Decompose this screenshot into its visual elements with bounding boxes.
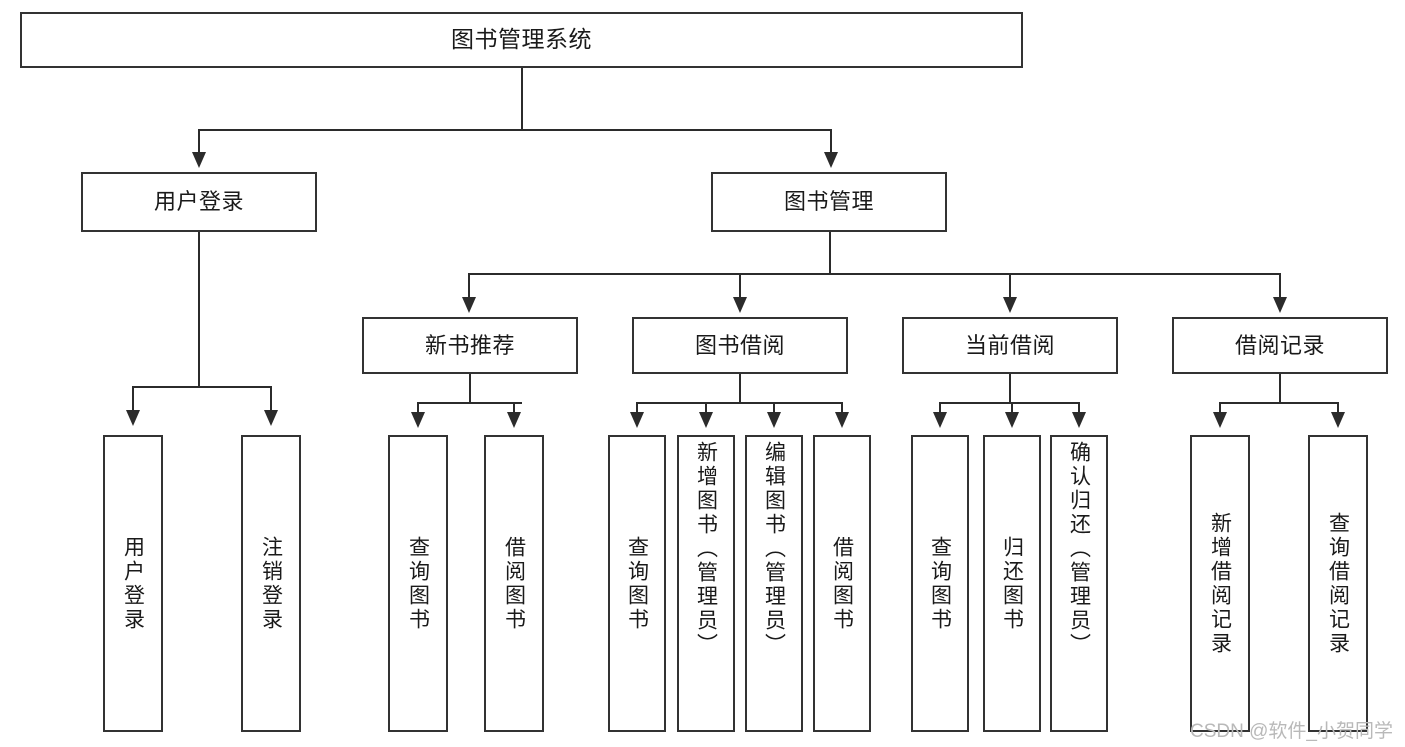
arrow-to-leaf-query-book-recommend: [411, 412, 425, 428]
node-leaf-user-login[interactable]: 用户登录: [103, 435, 163, 732]
connector-cb-drop-2: [1011, 402, 1013, 414]
node-leaf-confirm-return-admin[interactable]: 确认归还（管理员）: [1050, 435, 1108, 732]
node-book-management[interactable]: 图书管理: [711, 172, 947, 232]
connector-root-bus: [198, 129, 832, 131]
arrow-to-leaf-borrow-book: [835, 412, 849, 428]
node-label: 新增借阅记录: [1208, 511, 1232, 656]
connector-borrow-record-stem: [1279, 374, 1281, 403]
connector-br-drop-2: [1337, 402, 1339, 414]
arrow-to-user-login: [192, 152, 206, 168]
node-leaf-edit-book-admin[interactable]: 编辑图书（管理员）: [745, 435, 803, 732]
connector-br-drop-1: [1219, 402, 1221, 414]
node-root-book-management-system[interactable]: 图书管理系统: [20, 12, 1023, 68]
csdn-watermark: CSDN @软件_小贺同学: [1190, 721, 1393, 742]
node-book-borrow[interactable]: 图书借阅: [632, 317, 848, 374]
connector-bm-drop-2: [739, 273, 741, 299]
arrow-to-leaf-confirm-return-admin: [1072, 412, 1086, 428]
node-label: 用户登录: [153, 189, 244, 215]
arrow-to-book-borrow: [733, 297, 747, 313]
arrow-to-leaf-query-borrow-record: [1331, 412, 1345, 428]
connector-book-borrow-bus: [636, 402, 843, 404]
connector-user-login-drop-2: [270, 386, 272, 412]
node-leaf-query-book-recommend[interactable]: 查询图书: [388, 435, 448, 732]
arrow-to-leaf-add-book-admin: [699, 412, 713, 428]
node-leaf-return-book[interactable]: 归还图书: [983, 435, 1041, 732]
node-leaf-borrow-book-recommend[interactable]: 借阅图书: [484, 435, 544, 732]
node-label: 当前借阅: [964, 332, 1055, 358]
arrow-to-leaf-logout: [264, 410, 278, 426]
node-leaf-query-borrow-record[interactable]: 查询借阅记录: [1308, 435, 1368, 732]
connector-cb-drop-1: [939, 402, 941, 414]
node-leaf-logout[interactable]: 注销登录: [241, 435, 301, 732]
node-label: 用户登录: [121, 535, 145, 632]
arrow-to-book-management: [824, 152, 838, 168]
node-new-book-recommend[interactable]: 新书推荐: [362, 317, 578, 374]
connector-current-borrow-stem: [1009, 374, 1011, 403]
node-label: 借阅记录: [1234, 332, 1325, 358]
node-leaf-add-book-admin[interactable]: 新增图书（管理员）: [677, 435, 735, 732]
connector-nbr-drop-1: [417, 402, 419, 414]
node-label: 编辑图书（管理员）: [762, 441, 786, 657]
connector-bb-drop-3: [773, 402, 775, 414]
connector-book-management-stem: [829, 232, 831, 274]
node-label: 图书管理系统: [451, 26, 592, 53]
connector-book-borrow-stem: [739, 374, 741, 403]
node-leaf-add-borrow-record[interactable]: 新增借阅记录: [1190, 435, 1250, 732]
connector-book-management-bus: [468, 273, 1280, 275]
node-borrow-record[interactable]: 借阅记录: [1172, 317, 1388, 374]
node-label: 图书借阅: [694, 332, 785, 358]
node-label: 借阅图书: [502, 535, 526, 632]
connector-root-stem: [521, 68, 523, 130]
connector-root-to-user-login: [198, 129, 200, 154]
node-label: 新书推荐: [424, 332, 515, 358]
connector-new-book-recommend-stem: [469, 374, 471, 403]
node-label: 查询借阅记录: [1326, 511, 1350, 656]
arrow-to-leaf-borrow-book-recommend: [507, 412, 521, 428]
connector-bb-drop-1: [636, 402, 638, 414]
arrow-to-leaf-query-book-current: [933, 412, 947, 428]
connector-bb-drop-4: [841, 402, 843, 414]
connector-user-login-stem: [198, 232, 200, 387]
node-label: 确认归还（管理员）: [1067, 441, 1091, 657]
arrow-to-leaf-return-book: [1005, 412, 1019, 428]
node-label: 查询图书: [928, 535, 952, 632]
node-label: 图书管理: [783, 189, 874, 215]
connector-nbr-drop-2: [513, 402, 515, 414]
node-label: 注销登录: [259, 535, 283, 632]
arrow-to-leaf-add-borrow-record: [1213, 412, 1227, 428]
arrow-to-borrow-record: [1273, 297, 1287, 313]
arrow-to-leaf-user-login: [126, 410, 140, 426]
connector-user-login-bus: [132, 386, 271, 388]
connector-bm-drop-4: [1279, 273, 1281, 299]
node-label: 查询图书: [406, 535, 430, 632]
connector-new-book-recommend-bus: [417, 402, 522, 404]
node-leaf-query-book-current[interactable]: 查询图书: [911, 435, 969, 732]
arrow-to-new-book-recommend: [462, 297, 476, 313]
connector-cb-drop-3: [1078, 402, 1080, 414]
arrow-to-current-borrow: [1003, 297, 1017, 313]
arrow-to-leaf-query-book-borrow: [630, 412, 644, 428]
connector-bm-drop-3: [1009, 273, 1011, 299]
node-leaf-query-book-borrow[interactable]: 查询图书: [608, 435, 666, 732]
connector-current-borrow-bus: [939, 402, 1080, 404]
node-label: 借阅图书: [830, 535, 854, 632]
node-label: 归还图书: [1000, 535, 1024, 632]
arrow-to-leaf-edit-book-admin: [767, 412, 781, 428]
connector-root-to-book-management: [830, 129, 832, 154]
node-label: 新增图书（管理员）: [694, 441, 718, 657]
connector-bb-drop-2: [705, 402, 707, 414]
connector-bm-drop-1: [468, 273, 470, 299]
node-current-borrow[interactable]: 当前借阅: [902, 317, 1118, 374]
connector-user-login-drop-1: [132, 386, 134, 412]
node-user-login[interactable]: 用户登录: [81, 172, 317, 232]
connector-borrow-record-bus: [1219, 402, 1339, 404]
node-leaf-borrow-book[interactable]: 借阅图书: [813, 435, 871, 732]
node-label: 查询图书: [625, 535, 649, 632]
